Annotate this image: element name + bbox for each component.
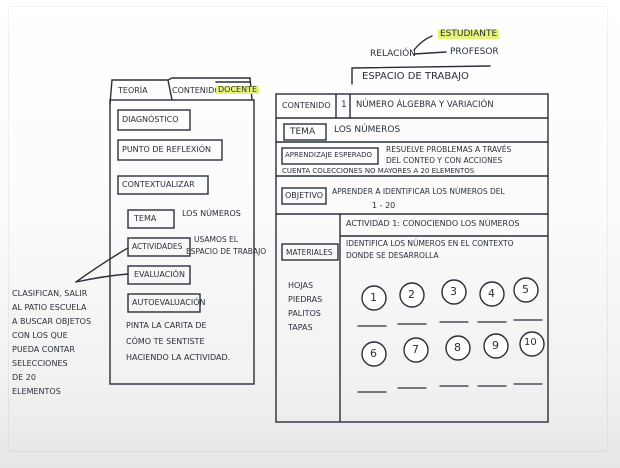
actividades-box xyxy=(127,237,191,257)
contextualizar-box xyxy=(117,175,209,195)
circle-1 xyxy=(361,285,387,311)
contenido-value: NÚMERO ÁLGEBRA Y VARIACIÓN xyxy=(356,100,494,110)
aprendizaje-label: APRENDIZAJE ESPERADO xyxy=(285,151,373,159)
right-panel-frame xyxy=(275,93,549,423)
punto-box xyxy=(117,139,223,161)
right-row-lines xyxy=(275,117,549,237)
side-note-line-4: CON LOS QUE xyxy=(12,331,68,340)
objetivo-label: OBJETIVO xyxy=(285,191,324,200)
side-note-line-3: A BUSCAR OBJETOS xyxy=(12,317,92,326)
diagnostico-label: DIAGNÓSTICO xyxy=(122,115,179,124)
objetivo-text-2: 1 - 20 xyxy=(372,201,396,210)
circle-10 xyxy=(519,331,545,357)
estudiante-label: ESTUDIANTE xyxy=(438,29,500,39)
circle-9 xyxy=(483,333,509,359)
espacio-bracket xyxy=(351,65,491,85)
actividades-note-1: USAMOS EL xyxy=(194,235,238,244)
diagnostico-box xyxy=(117,109,191,131)
circle-number: 3 xyxy=(450,285,457,298)
circle-number: 2 xyxy=(408,288,415,301)
objetivo-label-box xyxy=(281,187,327,205)
materiales-label-box xyxy=(281,243,339,261)
circle-number: 7 xyxy=(412,343,419,356)
objetivo-text-1: APRENDER A IDENTIFICAR LOS NÚMEROS DEL xyxy=(332,187,505,196)
relacion-label: RELACIÓN xyxy=(370,49,416,59)
circle-5 xyxy=(513,277,539,303)
actividad-text-2: DONDE SE DESARROLLA xyxy=(346,251,439,260)
tab-teoria: TEORÍA xyxy=(118,86,148,95)
actividad-title: ACTIVIDAD 1: CONOCIENDO LOS NÚMEROS xyxy=(346,219,520,228)
tab-contenido: CONTENIDO xyxy=(172,86,221,95)
aprendizaje-text-3: CUENTA COLECCIONES NO MAYORES A 20 ELEME… xyxy=(282,167,475,175)
contenido-label: CONTENIDO xyxy=(282,101,331,110)
evaluacion-box xyxy=(127,265,191,285)
aprendizaje-text-1: RESUELVE PROBLEMAS A TRAVÉS xyxy=(386,145,512,154)
material-item: HOJAS xyxy=(288,281,314,290)
espacio-trabajo-label: ESPACIO DE TRABAJO xyxy=(362,71,469,82)
evaluacion-label: EVALUACIÓN xyxy=(134,270,185,279)
side-note-arrow-2 xyxy=(75,273,129,283)
circle-6 xyxy=(361,341,387,367)
relation-arrow-down xyxy=(413,51,447,55)
side-note-line-8: ELEMENTOS xyxy=(12,387,61,396)
side-note-line-2: AL PATIO ESCUELA xyxy=(12,303,87,312)
circle-number: 4 xyxy=(488,287,495,300)
circle-number: 6 xyxy=(370,347,377,360)
relation-arrow-up xyxy=(413,35,433,51)
circle-number: 8 xyxy=(454,341,461,354)
material-item: TAPAS xyxy=(288,323,313,332)
circle-7 xyxy=(403,337,429,363)
circle-number: 10 xyxy=(524,337,537,348)
materiales-label: MATERIALES xyxy=(286,248,333,257)
aprendizaje-text-2: DEL CONTEO Y CON ACCIONES xyxy=(386,156,503,165)
tab-docente: DOCENTE xyxy=(216,85,260,94)
actividades-note-2: ESPACIO DE TRABAJO xyxy=(186,247,267,256)
circle-number: 5 xyxy=(522,283,529,296)
circle-number: 9 xyxy=(492,339,499,352)
material-item: PIEDRAS xyxy=(288,295,323,304)
contextualizar-label: CONTEXTUALIZAR xyxy=(122,180,195,189)
circle-number: 1 xyxy=(370,291,377,304)
circle-2 xyxy=(399,282,425,308)
contenido-dividers xyxy=(335,93,351,119)
paper-sheet xyxy=(8,6,608,452)
side-note-arrow-1 xyxy=(75,247,129,283)
tema-left-label: TEMA xyxy=(134,214,157,223)
side-note-line-7: DE 20 xyxy=(12,373,36,382)
pinta-note-line-1: PINTA LA CARITA DE xyxy=(126,321,207,330)
aprendizaje-label-box xyxy=(281,147,379,165)
actividad-text-1: IDENTIFICA LOS NÚMEROS EN EL CONTEXTO xyxy=(346,239,514,248)
tema-right-value: LOS NÚMEROS xyxy=(334,125,401,135)
profesor-label: PROFESOR xyxy=(450,47,499,57)
punto-reflexion-label: PUNTO DE REFLEXIÓN xyxy=(122,145,211,154)
autoevaluacion-label: AUTOEVALUACIÓN xyxy=(132,298,206,307)
pinta-note-line-3: HACIENDO LA ACTIVIDAD. xyxy=(126,353,231,362)
circle-8 xyxy=(445,335,471,361)
left-panel-frame xyxy=(109,99,255,385)
circle-3 xyxy=(441,279,467,305)
side-note-line-6: SELECCIONES xyxy=(12,359,68,368)
side-note-line-5: PUEDA CONTAR xyxy=(12,345,75,354)
contenido-number: 1 xyxy=(341,100,347,110)
material-item: PALITOS xyxy=(288,309,321,318)
actividades-label: ACTIVIDADES xyxy=(132,242,183,251)
tema-label-box xyxy=(283,123,327,141)
pinta-note-line-2: CÓMO TE SENTISTE xyxy=(126,337,205,346)
tema-right-label: TEMA xyxy=(290,127,316,137)
side-note-line-1: CLASIFICAN, SALIR xyxy=(12,289,88,298)
circle-4 xyxy=(479,281,505,307)
autoevaluacion-box xyxy=(127,293,201,313)
tema-left-value: LOS NÚMEROS xyxy=(182,209,241,218)
tema-left-box xyxy=(127,209,175,229)
